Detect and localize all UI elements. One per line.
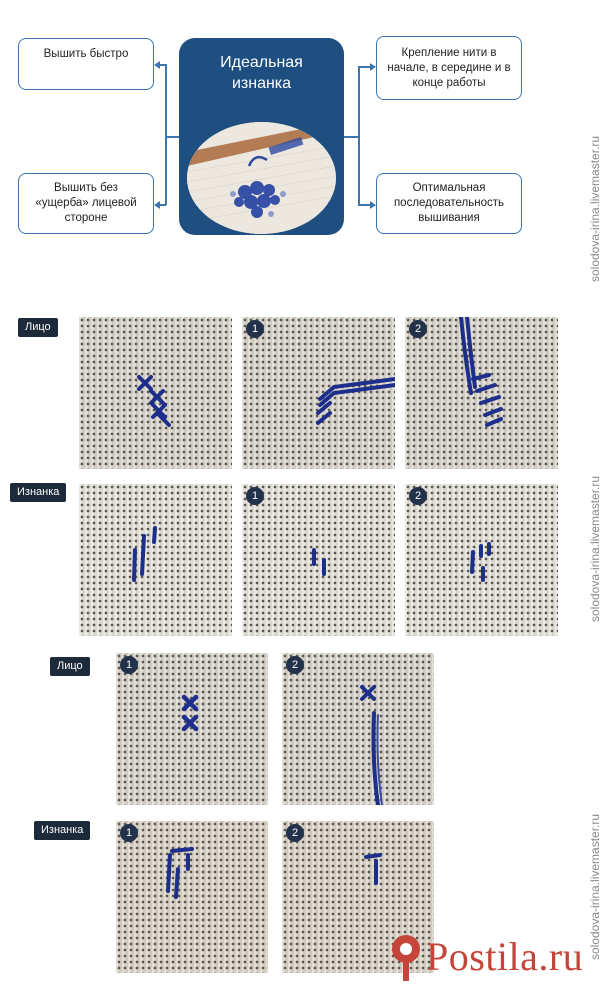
goal-text-sequence: Оптимальная последовательность вышивания (393, 182, 505, 224)
goal-box-thread-fastening: Крепление нити в начале, в середине и в … (376, 36, 522, 100)
connector-left-stem (165, 136, 179, 138)
photo-back-step-2: 2 (405, 484, 558, 636)
arrow-right-bottom-icon (370, 201, 376, 209)
photo-back-step-1: 1 (242, 484, 395, 636)
postila-logo[interactable]: Postila.ru (388, 930, 602, 985)
arrow-left-top-icon (154, 61, 160, 69)
postila-pin-icon (392, 935, 420, 981)
goal-text-thread-fastening: Крепление нити в начале, в середине и в … (387, 46, 511, 89)
photo-front-step-1: 1 (116, 653, 268, 805)
arrow-left-bottom-icon (154, 201, 160, 209)
connector-right-stem (344, 136, 358, 138)
step-number-badge: 2 (286, 656, 304, 674)
photo-back-step-1: 1 (116, 821, 268, 973)
connector-left-vertical (165, 64, 167, 205)
step-number-badge: 2 (286, 824, 304, 842)
photo-back-initial (79, 484, 232, 636)
goal-text-fast: Вышить быстро (43, 48, 129, 60)
photo-front-step-2: 2 (405, 317, 558, 469)
label-front: Лицо (50, 657, 90, 676)
connector-right-vertical (358, 66, 360, 205)
watermark: solodova-irina.livemaster.ru (588, 475, 602, 622)
embroidery-photo (187, 122, 336, 234)
goal-box-no-damage: Вышить без «ущерба» лицевой стороне (18, 173, 154, 234)
step-number-badge: 1 (120, 824, 138, 842)
label-front: Лицо (18, 318, 58, 337)
connector-right-top (358, 66, 370, 68)
step-number-badge: 2 (409, 487, 427, 505)
watermark: solodova-irina.livemaster.ru (588, 135, 602, 282)
label-back: Изнанка (34, 821, 91, 840)
step-number-badge: 2 (409, 320, 427, 338)
arrow-right-top-icon (370, 63, 376, 71)
step-number-badge: 1 (246, 320, 264, 338)
step-number-badge: 1 (120, 656, 138, 674)
photo-front-step-2: 2 (282, 653, 434, 805)
goal-box-sequence: Оптимальная последовательность вышивания (376, 173, 522, 234)
center-title: Идеальная изнанка (220, 54, 303, 92)
goal-box-fast: Вышить быстро (18, 38, 154, 90)
label-back: Изнанка (10, 483, 67, 502)
photo-front-initial (79, 317, 232, 469)
connector-left-top (160, 64, 166, 66)
step-number-badge: 1 (246, 487, 264, 505)
connector-right-bottom (358, 204, 370, 206)
center-panel: Идеальная изнанка (179, 38, 344, 235)
connector-left-bottom (160, 204, 166, 206)
postila-logo-text: Postila.ru (426, 934, 584, 979)
photo-front-step-1: 1 (242, 317, 395, 469)
goal-text-no-damage: Вышить без «ущерба» лицевой стороне (35, 182, 137, 224)
